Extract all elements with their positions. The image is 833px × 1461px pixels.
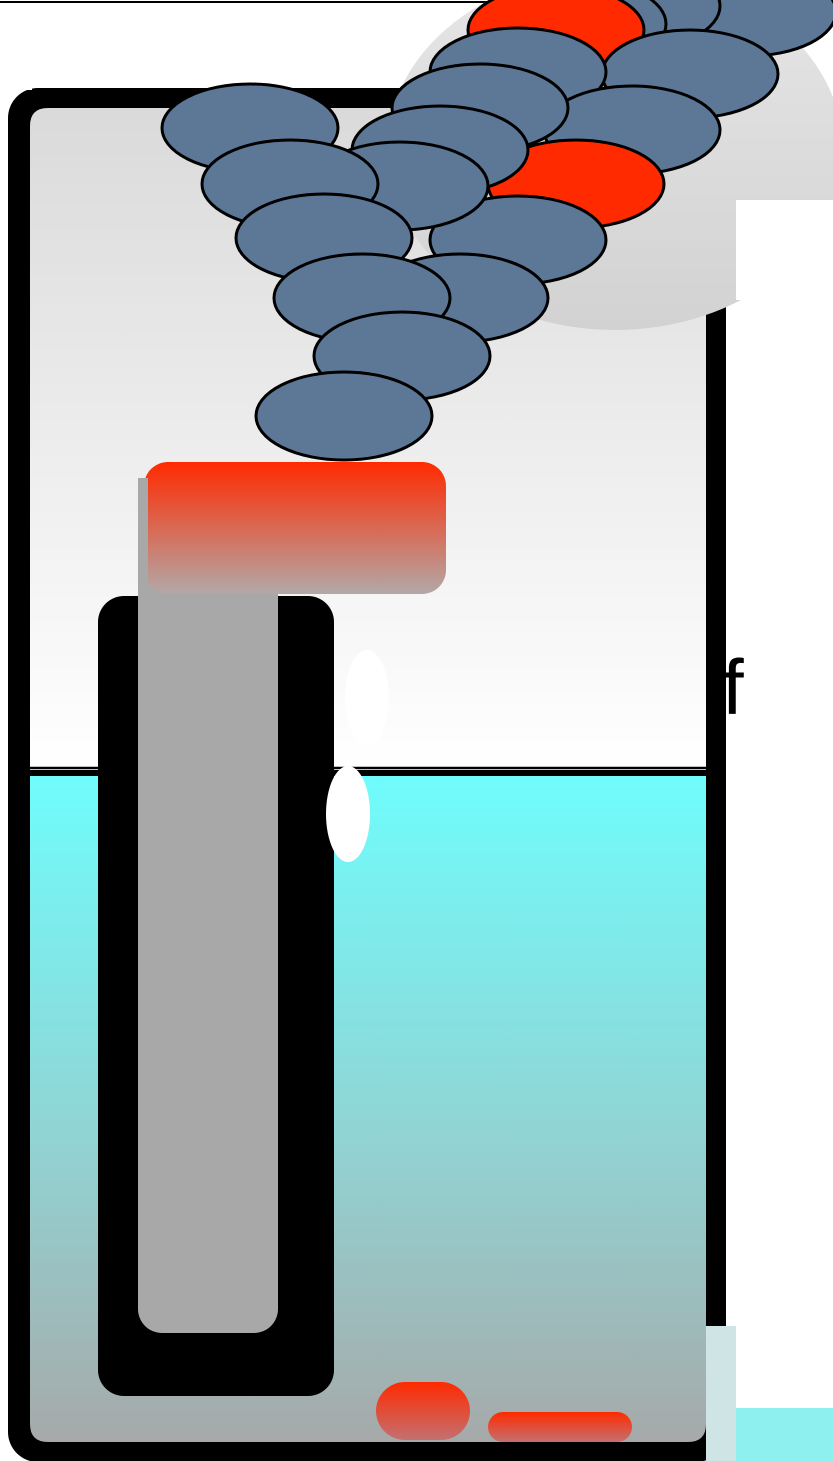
sediment-piece xyxy=(488,1412,632,1442)
outflow-column xyxy=(706,1326,736,1461)
plunger-cap xyxy=(144,462,446,594)
stone xyxy=(254,370,434,462)
frame-notch xyxy=(22,86,32,90)
sediment-piece xyxy=(376,1382,470,1440)
bubble xyxy=(345,650,389,746)
bubble xyxy=(326,766,370,862)
stray-text: f xyxy=(722,643,744,731)
right-margin-mask xyxy=(736,200,833,1330)
outflow-channel xyxy=(736,1408,833,1461)
bubble-group xyxy=(326,650,389,862)
tube-inner-channel xyxy=(138,480,278,1333)
sediment-group xyxy=(376,1382,632,1442)
plunger-cap-edge xyxy=(138,478,148,588)
stone-stack xyxy=(160,0,833,462)
